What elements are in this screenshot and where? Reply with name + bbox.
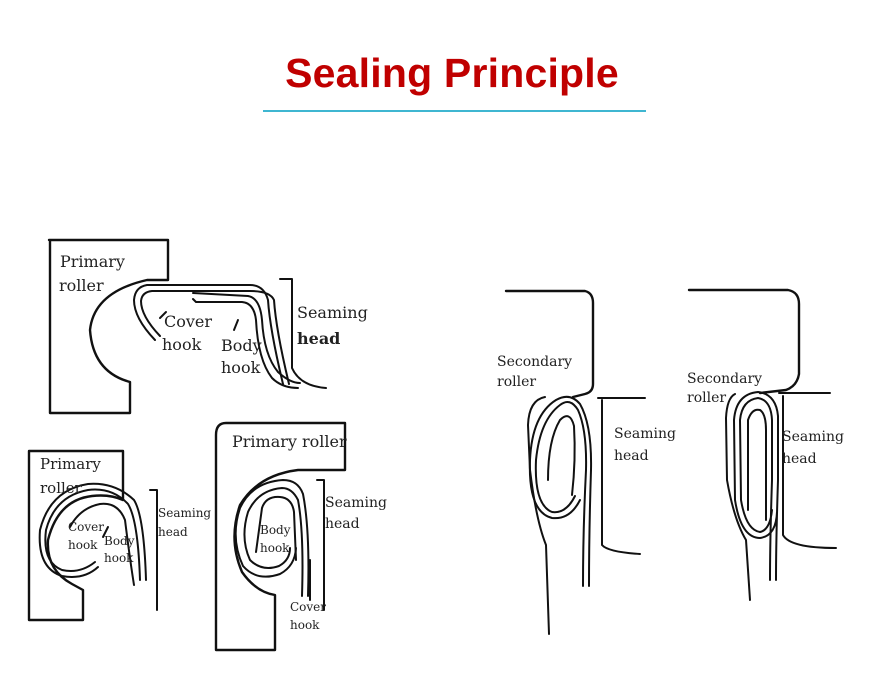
primary-roller-label: Primary roller bbox=[232, 432, 347, 451]
cover-hook-strip-inner bbox=[140, 290, 290, 385]
secondary-roller-outline bbox=[504, 289, 595, 399]
seaming-head-outline bbox=[316, 479, 325, 611]
page-title: Sealing Principle bbox=[285, 50, 619, 96]
cover-hook-label: Cover hook bbox=[290, 600, 330, 632]
curl-outer bbox=[234, 479, 310, 597]
body-hook-strip bbox=[69, 502, 135, 586]
body-hook-strip bbox=[192, 298, 299, 389]
seaming-head-label: Seaming head bbox=[614, 426, 680, 464]
cover-hook-pointer bbox=[159, 311, 167, 319]
panel-secondary-left: Secondary roller Seaming head bbox=[497, 289, 680, 635]
primary-roller-outline bbox=[47, 238, 170, 415]
seaming-head-label: Seaming head bbox=[158, 506, 215, 539]
seam-curl-outer bbox=[534, 400, 588, 587]
seaming-head-outline bbox=[149, 489, 158, 611]
body-hook-strip-inner bbox=[192, 292, 301, 384]
cover-hook-strip bbox=[133, 284, 284, 385]
primary-roller-outline bbox=[27, 449, 125, 622]
cover-hook-pointer bbox=[102, 526, 109, 538]
seam-curl-inner bbox=[733, 391, 779, 581]
seaming-head-label: Seaming head bbox=[782, 429, 848, 467]
seaming-head-label: Seaming head bbox=[325, 495, 391, 532]
seaming-head-outline bbox=[597, 397, 646, 555]
seam-curl-outer bbox=[739, 397, 773, 581]
primary-roller-outline bbox=[214, 421, 347, 652]
cover-hook-label: Cover hook bbox=[68, 520, 108, 552]
roller-lower-outline bbox=[725, 393, 751, 601]
seaming-head-outline bbox=[778, 392, 837, 549]
body-hook-pointer bbox=[233, 319, 239, 331]
seaming-head-label: Seaming head bbox=[297, 303, 373, 348]
body-hook-label: Body hook bbox=[104, 534, 138, 565]
panel-primary-top: Primary roller Cover hook Body hook Seam… bbox=[47, 238, 373, 415]
body-hook-label: Body hook bbox=[260, 523, 294, 555]
primary-roller-label: Primary roller bbox=[40, 455, 106, 497]
cover-hook-label: Cover hook bbox=[162, 312, 217, 354]
body-hook-strip bbox=[255, 495, 297, 561]
secondary-roller-label: Secondary roller bbox=[687, 371, 767, 406]
curl-inner bbox=[243, 487, 304, 597]
cover-hook-strip-inner bbox=[38, 482, 147, 581]
panel-secondary-right: Secondary roller Seaming head bbox=[687, 288, 848, 601]
secondary-roller-label: Secondary roller bbox=[497, 354, 577, 390]
seaming-head-outline bbox=[279, 278, 327, 389]
primary-roller-label: Primary roller bbox=[59, 252, 130, 295]
panel-primary-bottom-left: Primary roller Cover hook Body hook Seam… bbox=[27, 449, 215, 622]
cover-hook-strip bbox=[44, 488, 141, 581]
seam-curl-inner bbox=[528, 395, 593, 587]
seam-fold-inner bbox=[547, 415, 576, 496]
title-underline bbox=[263, 110, 646, 112]
seam-fold-inner bbox=[747, 408, 767, 521]
panel-primary-bottom-right: Primary roller Body hook Cover hook Seam… bbox=[214, 421, 391, 652]
secondary-roller-outline bbox=[687, 288, 801, 395]
body-hook-label: Body hook bbox=[221, 336, 267, 377]
